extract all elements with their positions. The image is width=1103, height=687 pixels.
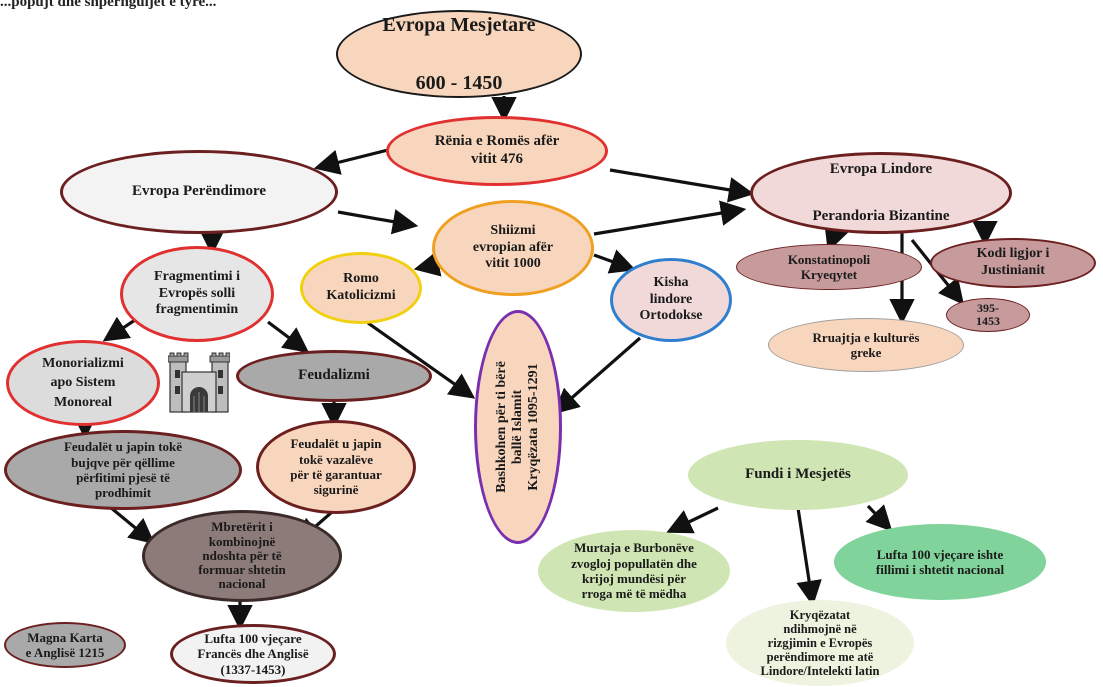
arrow-schism-orthodox: [593, 249, 637, 274]
node-end-of-middle-ages: Fundi i Mesjetës: [688, 440, 908, 510]
node-crusades-help: Kryqëzatat ndihmojnë në rizgjimin e Evro…: [726, 600, 914, 686]
top-caption: ...popujt dhe shpërnguljet e tyre...: [0, 0, 217, 10]
node-byzantine-years: 395- 1453: [946, 298, 1030, 332]
arrow-fall-eastern: [609, 168, 755, 203]
eastern-subtitle: Perandoria Bizantine: [812, 207, 950, 224]
root-period: 600 - 1450: [415, 71, 503, 94]
node-monorialism: Monorializmi apo Sistem Monoreal: [6, 340, 160, 426]
node-greek-culture: Rruajtja e kulturës greke: [768, 318, 964, 372]
arrow-end-war-state: [865, 504, 893, 532]
node-root: Evropa Mesjetare 600 - 1450: [336, 10, 582, 98]
node-crusades-unite: Bashkohen për ti bërë ballë Islamit Kryq…: [474, 310, 562, 544]
node-plague: Murtaja e Burbonëve zvogloj popullatën d…: [538, 530, 730, 612]
node-hundred-years-war: Lufta 100 vjeçare Francës dhe Anglisë (1…: [170, 624, 336, 684]
arrow-fragment-feudal: [267, 320, 310, 353]
node-orthodox-church: Kisha lindore Ortodokse: [610, 258, 732, 342]
arrow-schism-eastern: [593, 200, 747, 236]
node-schism: Shiizmi evropian afër vitit 1000: [432, 200, 594, 296]
arrow-catholic-crusades: [367, 321, 476, 399]
node-war-national-state: Lufta 100 vjeçare ishte fillimi i shteti…: [834, 524, 1046, 600]
node-feudal-land-vassals: Feudalët u japin tokë vazalëve për të ga…: [256, 420, 416, 514]
arrow-end-crusades: [796, 507, 822, 607]
node-feudal-land-serfs: Feudalët u japin tokë bujqve për qëllime…: [4, 430, 242, 510]
arrow-serfs-kings: [108, 505, 155, 545]
node-eastern-europe: Evropa Lindore Perandoria Bizantine: [750, 152, 1012, 234]
node-fall-of-rome: Rënia e Romës afër vitit 476: [386, 116, 608, 186]
arrow-orthodox-crusades: [553, 336, 642, 415]
node-kings-combine: Mbretërit i kombinojnë ndoshta për të fo…: [142, 510, 342, 602]
arrow-end-plague: [666, 506, 719, 534]
eastern-title: Evropa Lindore: [829, 161, 933, 178]
castle-icon: [167, 352, 231, 414]
node-roman-catholicism: Romo Katolicizmi: [300, 252, 422, 324]
root-title: Evropa Mesjetare: [382, 13, 536, 36]
arrow-fall-western: [313, 148, 389, 175]
node-western-europe: Evropa Perëndimore: [60, 150, 338, 234]
node-magna-carta: Magna Karta e Anglisë 1215: [4, 622, 126, 668]
node-fragmentation: Fragmentimi i Evropës solli fragmentimin: [120, 246, 274, 342]
node-feudalism: Feudalizmi: [236, 350, 432, 402]
node-constantinople: Konstatinopoli Kryeqytet: [736, 244, 922, 290]
node-justinian-code: Kodi ligjor i Justinianit: [930, 238, 1096, 288]
arrow-western-schism: [337, 209, 419, 235]
